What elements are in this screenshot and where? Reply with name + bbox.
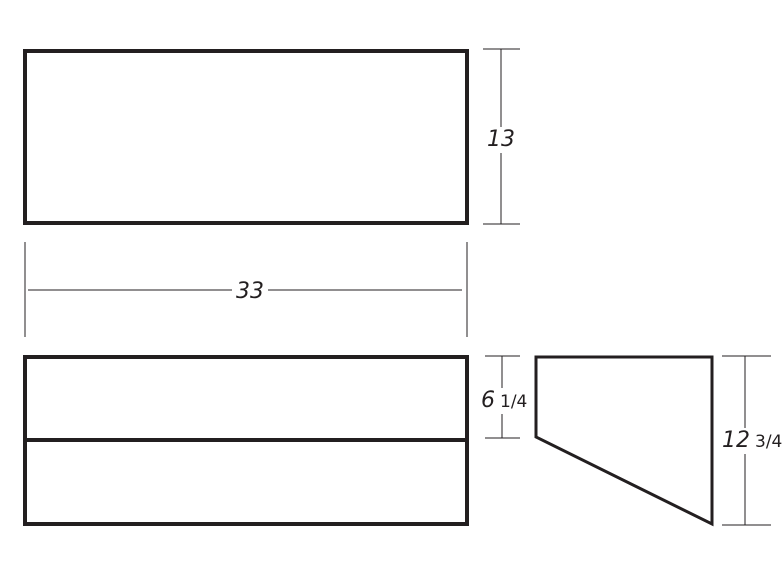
length-value: 33 [236, 279, 264, 304]
length-label: 33 [232, 280, 268, 304]
side-view-profile [534, 355, 714, 527]
top-height-label: 13 [486, 127, 516, 153]
front-upper-height-fraction: 1/4 [500, 392, 528, 412]
top-view-rectangle [23, 49, 469, 225]
front-upper-height-value: 6 [481, 388, 495, 413]
side-height-value: 12 [722, 428, 750, 453]
side-height-fraction: 3/4 [755, 432, 782, 452]
top-height-value: 13 [487, 127, 515, 152]
